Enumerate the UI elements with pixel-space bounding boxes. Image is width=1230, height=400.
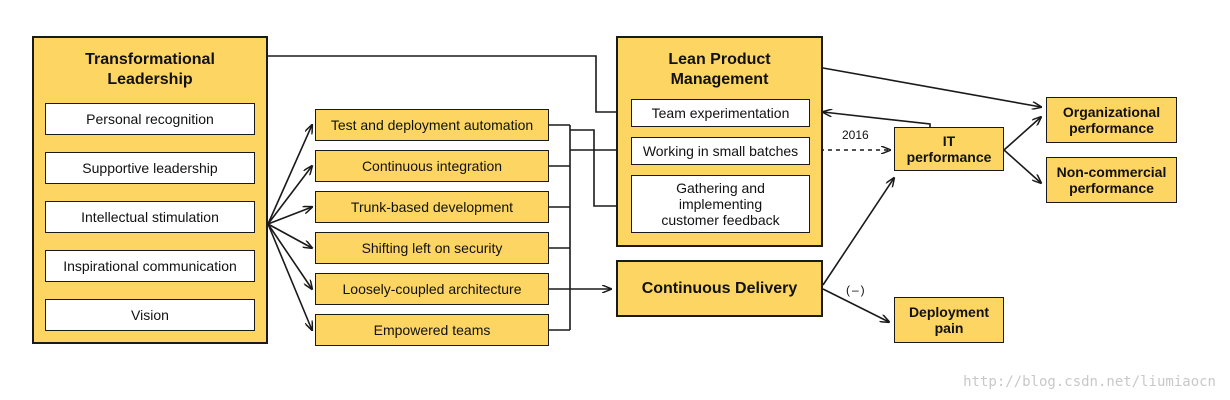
edge-practices-to-feedback	[570, 129, 627, 206]
continuous-delivery-box: Continuous Delivery	[616, 260, 823, 317]
edge-tl-to-architecture	[267, 223, 312, 289]
item-intellectual-stimulation: Intellectual stimulation	[45, 201, 255, 233]
practice-shifting-left-security: Shifting left on security	[315, 232, 549, 264]
deployment-pain-box: Deployment pain	[894, 297, 1004, 343]
item-team-experimentation: Team experimentation	[631, 99, 810, 127]
it-performance-box: IT performance	[894, 127, 1004, 171]
practice-empowered-teams: Empowered teams	[315, 314, 549, 346]
transformational-leadership-title: Transformational Leadership	[85, 51, 215, 88]
edge-tl-to-security	[267, 223, 312, 248]
practice-continuous-integration: Continuous integration	[315, 150, 549, 182]
item-working-small-batches: Working in small batches	[631, 137, 810, 165]
lean-product-management-title: Lean Product Management	[668, 51, 771, 88]
edge-cd-to-it	[822, 178, 894, 286]
edge-tl-to-trunk	[267, 207, 312, 225]
edge-lean-to-org	[822, 67, 1041, 107]
edge-it-to-org	[1003, 117, 1041, 151]
practice-loosely-coupled-architecture: Loosely-coupled architecture	[315, 273, 549, 305]
item-supportive-leadership: Supportive leadership	[45, 152, 255, 184]
item-personal-recognition: Personal recognition	[45, 103, 255, 135]
lean-product-management-box: Lean Product Management Team experimenta…	[616, 36, 823, 247]
watermark-text: http://blog.csdn.net/liumiaocn	[963, 374, 1216, 390]
edge-it-to-noncommercial	[1003, 149, 1041, 183]
edge-tl-to-lean	[268, 55, 627, 112]
item-customer-feedback: Gathering and implementing customer feed…	[631, 175, 810, 233]
practice-trunk-based-development: Trunk-based development	[315, 191, 549, 223]
noncommercial-performance-box: Non-commercial performance	[1046, 157, 1177, 203]
edge-tl-to-ci	[267, 166, 312, 225]
edge-tl-to-test	[267, 125, 312, 225]
practice-test-deployment-automation: Test and deployment automation	[315, 109, 549, 141]
edge-it-to-experimentation	[823, 112, 931, 127]
organizational-performance-box: Organizational performance	[1046, 97, 1177, 143]
edge-cd-to-pain	[822, 288, 889, 322]
continuous-delivery-label: Continuous Delivery	[641, 279, 798, 297]
item-inspirational-communication: Inspirational communication	[45, 250, 255, 282]
item-vision: Vision	[45, 299, 255, 331]
edge-label-2016: 2016	[842, 128, 869, 142]
edge-tl-to-teams	[267, 223, 312, 330]
transformational-leadership-box: Transformational Leadership Personal rec…	[32, 36, 268, 344]
edge-label-negative: (–)	[846, 283, 867, 297]
